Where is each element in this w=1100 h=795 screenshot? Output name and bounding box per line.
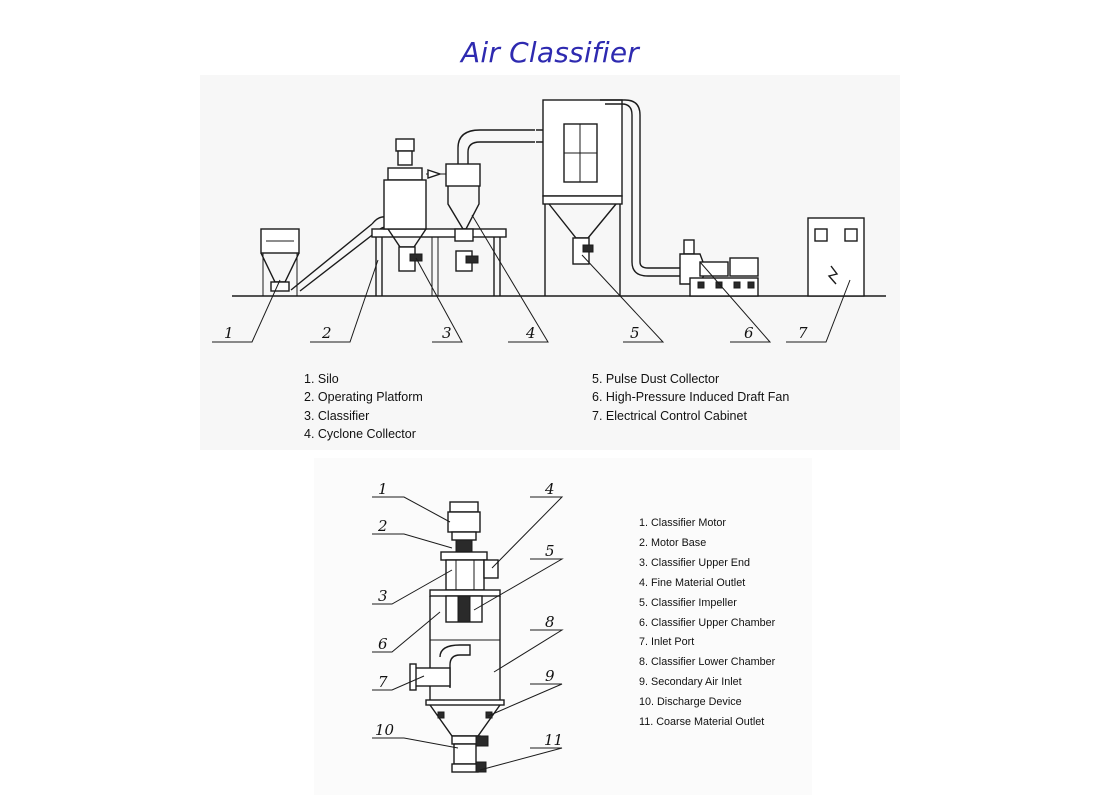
classifier-callout-1: 1 [378,480,388,498]
legend-item: 5. Classifier Impeller [639,596,737,609]
legend-item: 2. Motor Base [639,536,707,549]
classifier-callout-10: 10 [375,721,395,739]
legend-item: 9. Secondary Air Inlet [639,676,742,689]
classifier-callout-3: 3 [378,587,388,605]
classifier-upper-end-drawing [429,551,501,623]
plant-callout-6: 6 [744,324,754,342]
classifier-callout-8: 8 [545,613,555,631]
legend-item: 8. Classifier Lower Chamber [639,656,776,669]
classifier-callout-5: 5 [545,542,555,560]
pulse-dust-collector-drawing [536,99,690,296]
plant-callout-7: 7 [798,324,808,342]
plant-legend-left: 1. Silo 2. Operating Platform 3. Classif… [304,370,423,443]
classifier-unit-drawing [383,138,446,272]
discharge-device-drawing [451,735,489,773]
plant-legend-right: 5. Pulse Dust Collector 6. High-Pressure… [592,370,789,425]
legend-item: 1. Silo [304,372,339,386]
classifier-callout-7: 7 [378,673,388,691]
operating-platform-drawing [371,228,507,296]
classifier-callout-6: 6 [378,635,388,653]
plant-callout-4: 4 [525,324,536,342]
legend-item: 7. Electrical Control Cabinet [592,408,747,423]
classifier-callout-9: 9 [545,667,555,685]
cyclone-collector-drawing [445,129,535,272]
legend-item: 4. Cyclone Collector [304,426,416,441]
classifier-callout-2: 2 [377,517,388,535]
legend-item: 4. Fine Material Outlet [639,576,746,589]
legend-item: 6. Classifier Upper Chamber [639,616,776,629]
plant-callout-5: 5 [630,324,640,342]
legend-item: 7. Inlet Port [639,636,695,649]
legend-item: 11. Coarse Material Outlet [639,716,765,729]
induced-draft-fan-drawing [679,239,759,297]
legend-item: 3. Classifier Upper End [639,556,751,569]
legend-item: 2. Operating Platform [304,390,423,405]
legend-item: 10. Discharge Device [639,696,742,709]
plant-callout-2: 2 [321,324,332,342]
classifier-callout-leaders [372,496,564,771]
classifier-callout-11: 11 [544,731,563,749]
plant-callout-1: 1 [224,324,234,342]
silo-drawing [260,228,300,296]
classifier-body-drawing [409,596,505,737]
legend-item: 6. High-Pressure Induced Draft Fan [592,390,790,405]
legend-item: 1. Classifier Motor [639,517,726,529]
legend-item: 5. Pulse Dust Collector [592,372,720,386]
classifier-motor-drawing [447,501,481,553]
classifier-callout-4: 4 [544,480,555,498]
classifier-legend: 1. Classifier Motor 2. Motor Base 3. Cla… [639,514,775,733]
control-cabinet-drawing [807,217,865,297]
legend-item: 3. Classifier [304,408,370,423]
classifier-panel-background [314,458,812,795]
plant-callout-3: 3 [442,324,452,342]
page-title: Air Classifier [461,36,639,69]
plant-callout-leaders [212,214,851,343]
